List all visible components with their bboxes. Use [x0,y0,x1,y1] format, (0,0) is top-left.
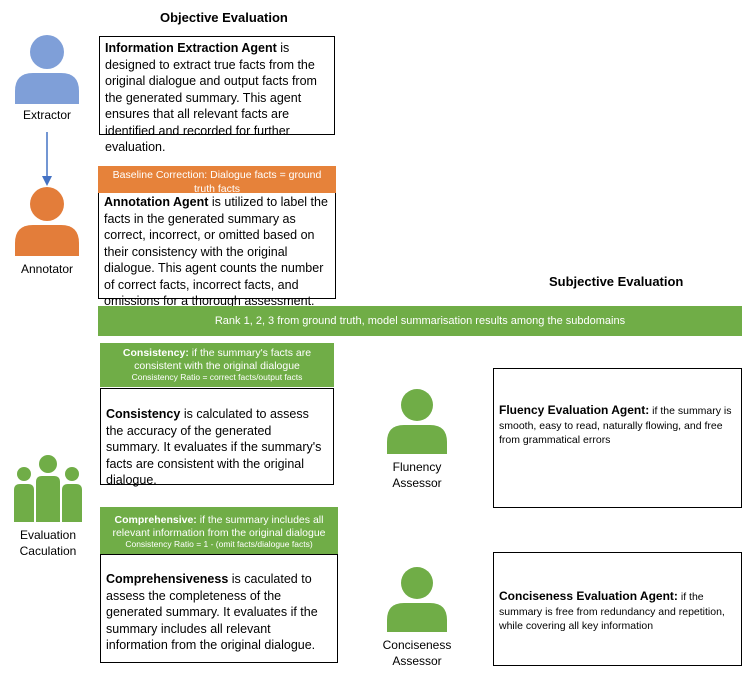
evaluation-label-line2: Caculation [19,544,77,558]
consistency-banner: Consistency: if the summary's facts are … [100,343,334,387]
consistency-banner-text: if the summary's facts are consistent wi… [134,347,312,372]
consistency-text: is calculated to assess the accuracy of … [106,407,322,487]
comprehensiveness-box: Comprehensiveness is caculated to assess… [100,554,338,663]
extraction-agent-title: Information Extraction Agent [105,41,277,55]
conciseness-agent-text: if the summary is free from redundancy a… [499,591,725,632]
annotation-agent-box: Annotation Agent is utilized to label th… [98,193,336,308]
comprehensive-banner: Comprehensive: if the summary includes a… [100,507,338,554]
conciseness-label-line2: Assessor [392,654,442,668]
comprehensive-formula: Consistency Ratio = 1 - (omit facts/dial… [125,539,313,549]
fluency-person-icon [387,389,447,454]
extractor-label: Extractor [22,108,71,122]
conciseness-person-icon [387,567,447,632]
subjective-evaluation-heading: Subjective Evaluation [549,274,684,289]
baseline-correction-banner: Baseline Correction: Dialogue facts = gr… [98,166,336,195]
annotator-label: Annotator [20,262,74,276]
extraction-agent-box: Information Extraction Agent is designed… [99,36,335,154]
evaluation-group-icon [14,455,82,522]
consistency-title: Consistency [106,407,181,421]
flow-arrow-icon [42,132,52,186]
annotation-agent-text: is utilized to label the facts in the ge… [104,195,328,308]
annotation-agent-title: Annotation Agent [104,195,209,209]
objective-evaluation-heading: Objective Evaluation [160,10,288,25]
comprehensive-banner-title: Comprehensive: [114,514,197,526]
conciseness-label-line1: Conciseness [382,638,452,652]
rank-banner: Rank 1, 2, 3 from ground truth, model su… [98,306,742,336]
comprehensiveness-title: Comprehensiveness [106,572,229,586]
annotator-person-icon [15,187,79,256]
consistency-box: Consistency is calculated to assess the … [100,388,334,487]
fluency-label-line1: Flunency [392,460,442,474]
fluency-agent-box: Fluency Evaluation Agent: if the summary… [493,368,742,508]
evaluation-label-line1: Evaluation [19,528,77,542]
fluency-assessor-label: Flunency Assessor [372,459,462,491]
fluency-label-line2: Assessor [392,476,442,490]
conciseness-assessor-label: Conciseness Assessor [368,637,466,669]
consistency-formula: Consistency Ratio = correct facts/output… [131,372,303,382]
comprehensiveness-text: is caculated to assess the completeness … [106,572,318,652]
conciseness-agent-box: Conciseness Evaluation Agent: if the sum… [493,552,742,666]
consistency-banner-title: Consistency: [122,347,189,359]
fluency-agent-text: if the summary is smooth, easy to read, … [499,405,732,446]
comprehensive-banner-text: if the summary includes all relevant inf… [112,514,326,539]
extraction-agent-text: is designed to extract true facts from t… [105,41,317,154]
fluency-agent-title: Fluency Evaluation Agent: [499,403,650,417]
conciseness-agent-title: Conciseness Evaluation Agent: [499,589,678,603]
extractor-person-icon [15,35,79,104]
evaluation-label: Evaluation Caculation [8,527,88,559]
